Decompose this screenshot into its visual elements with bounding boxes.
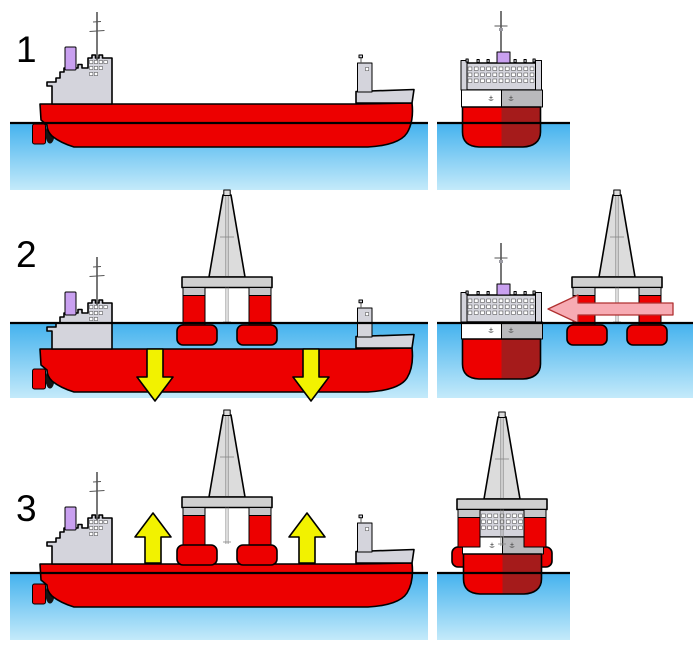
ballast-up-arrow-icon [288,512,326,564]
heavy-lift-ship-side-1 [31,11,415,148]
oil-rig-side-floating [177,190,277,345]
step-1-panel: 1 [10,10,570,190]
heavy-lift-ship-front-2-submerged [461,242,543,379]
step-3-label: 3 [16,488,37,529]
oil-rig-and-ship-front-3 [451,411,553,594]
step-2-label: 2 [16,234,37,275]
rig-deck-beam-front [456,498,548,511]
rig-derrick-front [483,411,521,500]
ballast-up-arrow-icon [134,512,172,564]
oil-rig-side-on-deck [177,410,277,565]
step-3-panel: 3 [10,410,570,640]
heavy-lift-ship-front-1 [461,10,543,147]
step-2-panel: 2 [10,190,693,402]
float-over-arrow-icon [547,294,674,324]
step-1-label: 1 [16,29,37,70]
oil-rig-front-floating [567,190,667,345]
